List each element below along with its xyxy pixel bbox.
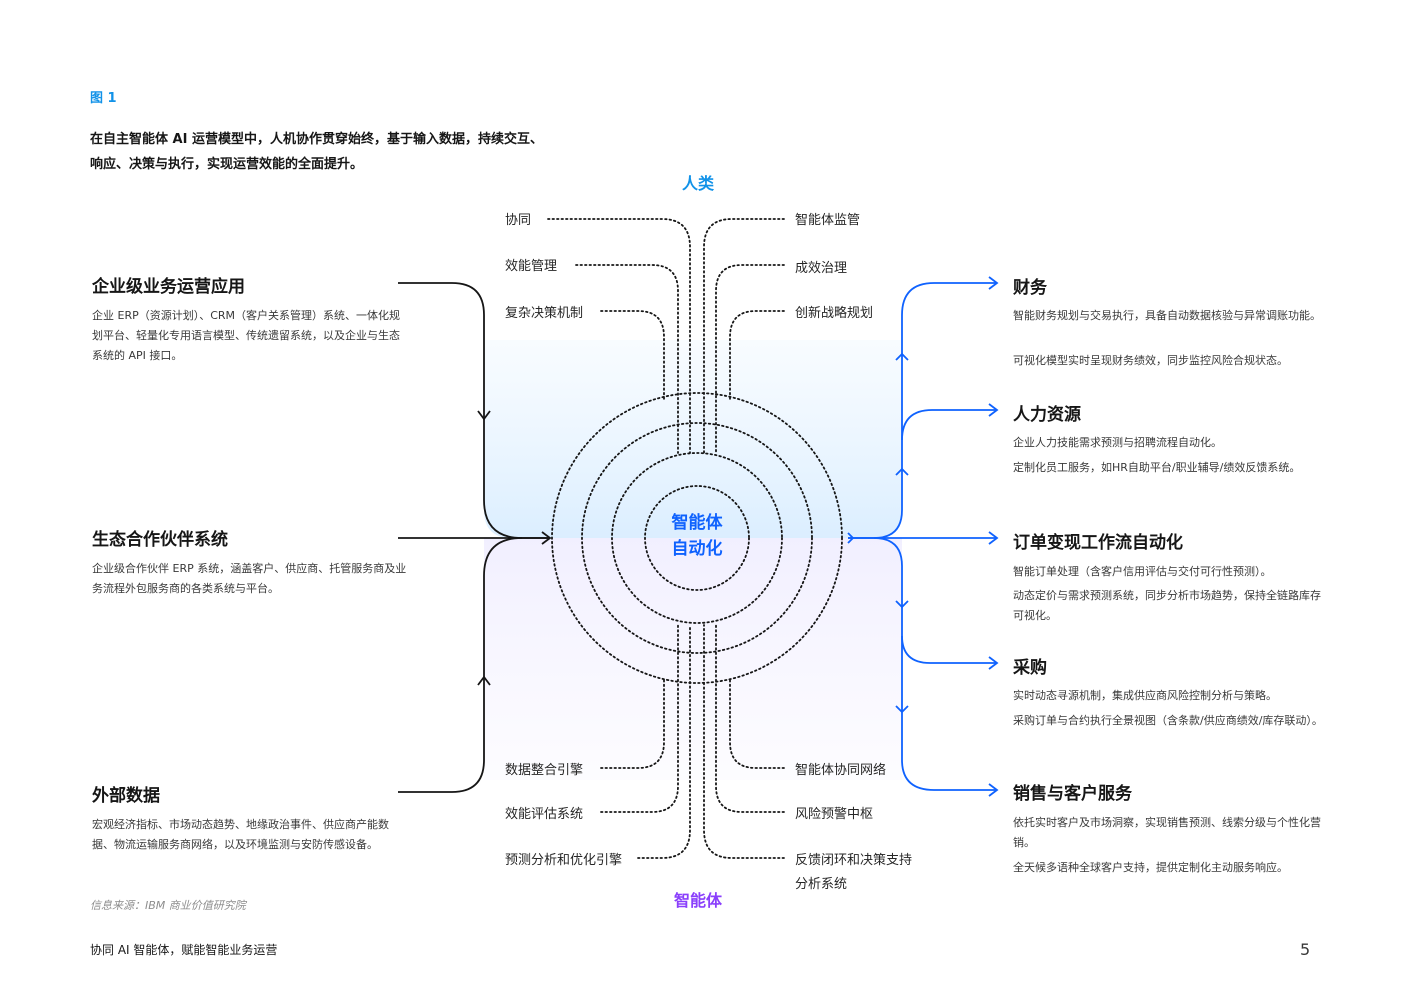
human-zone-label: 人类: [681, 174, 714, 193]
route-outcome-governance: [715, 264, 785, 454]
figure-label: 图 1: [90, 91, 117, 106]
output-line-sales: [873, 537, 997, 791]
input-line-external: [398, 537, 523, 793]
agent-role-data-integration: 数据整合引擎: [505, 763, 584, 778]
route-risk-warning: [715, 624, 785, 813]
arrow-up-external: [477, 675, 491, 686]
chevron-up-1: [895, 352, 909, 361]
route-predictive-analytics: [637, 624, 691, 859]
output-hr-item-2: 定制化员工服务，如HR自助平台/职业辅导/绩效反馈系统。: [1013, 461, 1301, 474]
output-hr-title: 人力资源: [1013, 405, 1081, 425]
arrowhead-finance: [988, 276, 999, 290]
output-sales-item-1: 依托实时客户及市场洞察，实现销售预测、线索分级与个性化营销。: [1013, 816, 1321, 849]
output-order-title: 订单变现工作流自动化: [1013, 533, 1183, 553]
input-enterprise-desc: 企业 ERP（资源计划）、CRM（客户关系管理）系统、一体化规划平台、轻量化专用…: [92, 309, 401, 362]
chevron-up-2: [895, 467, 909, 476]
route-performance-management: [575, 264, 679, 454]
outermost-ring: [551, 392, 843, 684]
output-sales-title: 销售与客户服务: [1013, 784, 1132, 804]
chevron-down-2: [895, 705, 909, 714]
agent-role-agent-network: 智能体协同网络: [795, 763, 887, 778]
output-order-item-2: 动态定价与需求预测系统，同步分析市场趋势，保持全链路库存可视化。: [1013, 589, 1321, 622]
output-procurement-title: 采购: [1013, 658, 1047, 678]
center-label: 智能体 自动化: [642, 510, 752, 562]
arrow-down-enterprise: [477, 410, 491, 421]
human-role-strategic-planning: 创新战略规划: [795, 306, 874, 321]
human-role-complex-decision: 复杂决策机制: [505, 306, 584, 321]
center-label-line-1: 智能体: [671, 513, 723, 533]
output-finance-item-1: 智能财务规划与交易执行，具备自动数据核验与异常调账功能。: [1013, 309, 1321, 322]
human-role-collaboration: 协同: [505, 213, 532, 228]
input-ecosystem-desc: 企业级合作伙伴 ERP 系统，涵盖客户、供应商、托管服务商及业务流程外包服务商的…: [92, 562, 407, 595]
input-external-desc: 宏观经济指标、市场动态趋势、地缘政治事件、供应商产能数据、物流运输服务商网络，以…: [92, 818, 389, 851]
route-collaboration: [547, 218, 691, 454]
route-strategic-planning: [729, 310, 785, 401]
inner-ring: [644, 485, 750, 591]
human-role-outcome-governance: 成效治理: [795, 261, 848, 276]
page-number: 5: [1300, 940, 1311, 959]
agent-role-performance-evaluation: 效能评估系统: [505, 807, 584, 822]
input-enterprise-title: 企业级业务运营应用: [92, 277, 245, 297]
middle-ring: [611, 452, 783, 624]
output-procurement-item-1: 实时动态寻源机制，集成供应商风险控制分析与策略。: [1013, 689, 1277, 702]
output-line-procurement: [901, 635, 997, 664]
figure-caption-line-2: 响应、决策与执行，实现运营效能的全面提升。: [90, 157, 364, 172]
agent-zone-background: [484, 538, 902, 780]
route-data-integration: [600, 679, 665, 769]
agent-role-predictive-analytics: 预测分析和优化引擎: [505, 853, 623, 868]
human-zone-background: [484, 340, 902, 538]
output-finance-title: 财务: [1013, 278, 1047, 298]
input-line-enterprise: [398, 282, 550, 539]
agent-role-risk-warning: 风险预警中枢: [795, 807, 874, 822]
arrowhead-hr: [988, 403, 999, 417]
output-finance-item-2: 可视化模型实时呈现财务绩效，同步监控风险合规状态。: [1013, 354, 1288, 367]
agent-role-feedback-loop: 反馈闭环和决策支持: [795, 853, 913, 868]
human-role-agent-oversight: 智能体监管: [795, 213, 861, 228]
route-agent-network: [729, 679, 785, 769]
figure-caption-line-1: 在自主智能体 AI 运营模型中，人机协作贯穿始终，基于输入数据，持续交互、: [90, 132, 543, 147]
outer-ring: [581, 422, 813, 654]
output-line-hr: [901, 409, 997, 441]
arrowhead-center-left: [541, 531, 552, 545]
input-external-title: 外部数据: [92, 786, 160, 806]
footer-title: 协同 AI 智能体，赋能智能业务运营: [90, 943, 278, 957]
chevron-down-1: [895, 600, 909, 609]
arrowhead-order: [988, 531, 999, 545]
arrowhead-sales: [988, 783, 999, 797]
output-order-item-1: 智能订单处理（含客户信用评估与交付可行性预测）。: [1013, 565, 1272, 578]
output-procurement-item-2: 采购订单与合约执行全景视图（含条款/供应商绩效/库存联动）。: [1013, 714, 1323, 727]
center-label-line-2: 自动化: [671, 539, 723, 559]
route-performance-evaluation: [600, 624, 679, 813]
source-note: 信息来源：IBM 商业价值研究院: [90, 899, 246, 912]
agent-role-feedback-loop-line-2: 分析系统: [795, 877, 848, 892]
arrowhead-center-right: [847, 532, 855, 544]
agent-zone-label: 智能体: [673, 891, 722, 910]
output-line-finance: [848, 282, 997, 539]
output-sales-item-2: 全天候多语种全球客户支持，提供定制化主动服务响应。: [1013, 861, 1288, 874]
output-hr-item-1: 企业人力技能需求预测与招聘流程自动化。: [1013, 436, 1222, 449]
human-role-performance-management: 效能管理: [505, 259, 558, 274]
arrowhead-procurement: [988, 656, 999, 670]
route-complex-decision: [600, 310, 665, 401]
input-ecosystem-title: 生态合作伙伴系统: [92, 530, 228, 550]
